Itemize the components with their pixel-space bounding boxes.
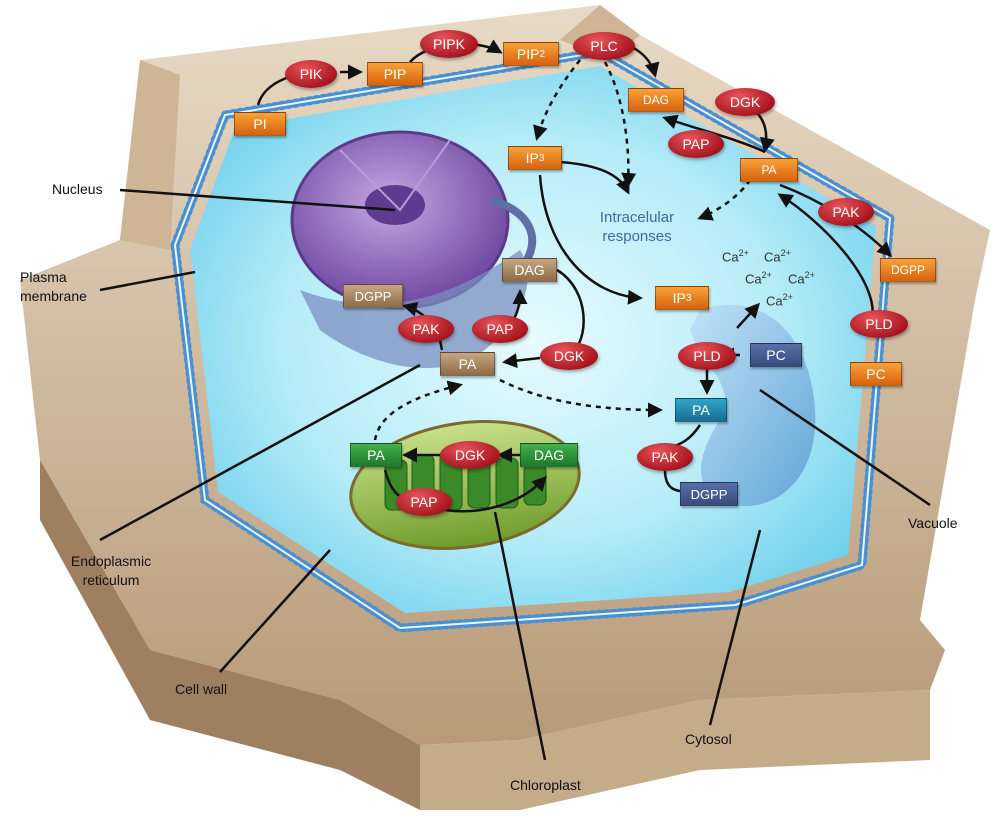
ca-text: Ca bbox=[766, 293, 783, 309]
calcium-ion-5: Ca2+ bbox=[766, 292, 793, 308]
vac-pa-chip: PA bbox=[675, 398, 727, 422]
calcium-ion-4: Ca2+ bbox=[788, 270, 815, 286]
ip3-upper-subscript: 3 bbox=[538, 152, 545, 164]
dgpp-chip: DGPP bbox=[880, 258, 936, 282]
pc-chip: PC bbox=[850, 362, 902, 386]
er-dgk-enzyme: DGK bbox=[540, 342, 598, 370]
cytosol-label: Cytosol bbox=[685, 731, 732, 747]
pik-enzyme: PIK bbox=[285, 60, 337, 88]
er-dag-chip: DAG bbox=[502, 258, 557, 282]
chl-pa-chip: PA bbox=[350, 443, 402, 467]
vacuole-label: Vacuole bbox=[908, 515, 958, 531]
ca-charge: 2+ bbox=[782, 292, 793, 302]
vac-pak-enzyme: PAK bbox=[637, 443, 693, 471]
pip-chip: PIP bbox=[367, 62, 423, 86]
pi-chip: PI bbox=[234, 112, 286, 136]
ca-charge: 2+ bbox=[804, 270, 815, 280]
intracellular-line2: responses bbox=[602, 228, 672, 245]
vac-pld-enzyme: PLD bbox=[678, 342, 736, 370]
calcium-ion-3: Ca2+ bbox=[745, 270, 772, 286]
calcium-ion-1: Ca2+ bbox=[722, 248, 749, 264]
er-pap-enzyme: PAP bbox=[472, 315, 528, 343]
chl-dgk-enzyme: DGK bbox=[440, 441, 500, 469]
plc-enzyme: PLC bbox=[573, 32, 635, 60]
ca-charge: 2+ bbox=[738, 248, 749, 258]
pip2-subscript: 2 bbox=[539, 48, 546, 60]
ca-text: Ca bbox=[722, 249, 739, 265]
chloroplast-label: Chloroplast bbox=[510, 777, 581, 793]
dgk-enzyme: DGK bbox=[715, 88, 775, 116]
er-line1: Endoplasmic bbox=[70, 553, 152, 569]
pip2-label: PIP bbox=[516, 46, 540, 62]
er-line2: reticulum bbox=[82, 572, 140, 588]
calcium-ion-2: Ca2+ bbox=[764, 248, 791, 264]
ca-charge: 2+ bbox=[761, 270, 772, 280]
intracellular-responses: Intracelular responses bbox=[582, 208, 692, 246]
plasma-line1: Plasma bbox=[20, 269, 67, 285]
vac-pc-chip: PC bbox=[750, 343, 802, 367]
er-pak-enzyme: PAK bbox=[398, 315, 454, 343]
plasma-membrane-label: Plasma membrane bbox=[20, 268, 87, 306]
ip3-lower-label: IP bbox=[672, 290, 686, 306]
pap-enzyme: PAP bbox=[668, 130, 724, 158]
pa-chip: PA bbox=[740, 158, 798, 182]
ca-charge: 2+ bbox=[780, 248, 791, 258]
ip3-upper-label: IP bbox=[525, 150, 539, 166]
dag-chip: DAG bbox=[628, 88, 684, 112]
er-label: Endoplasmic reticulum bbox=[56, 552, 166, 590]
ca-text: Ca bbox=[764, 249, 781, 265]
pld-enzyme: PLD bbox=[850, 310, 908, 338]
pipk-enzyme: PIPK bbox=[420, 30, 478, 58]
chl-pap-enzyme: PAP bbox=[396, 488, 452, 516]
intracellular-line1: Intracelular bbox=[599, 209, 675, 226]
vac-dgpp-chip: DGPP bbox=[680, 482, 738, 506]
ip3-lower-subscript: 3 bbox=[685, 292, 692, 304]
er-dgpp-chip: DGPP bbox=[343, 284, 403, 308]
ca-text: Ca bbox=[788, 271, 805, 287]
er-pa-chip: PA bbox=[440, 352, 495, 376]
cell-wall-label: Cell wall bbox=[175, 681, 228, 697]
plasma-line2: membrane bbox=[20, 288, 87, 304]
pak-enzyme: PAK bbox=[818, 198, 874, 226]
ca-text: Ca bbox=[745, 271, 762, 287]
nucleus-label: Nucleus bbox=[52, 181, 103, 197]
leader-lines bbox=[99, 188, 931, 761]
chl-dag-chip: DAG bbox=[520, 443, 578, 467]
